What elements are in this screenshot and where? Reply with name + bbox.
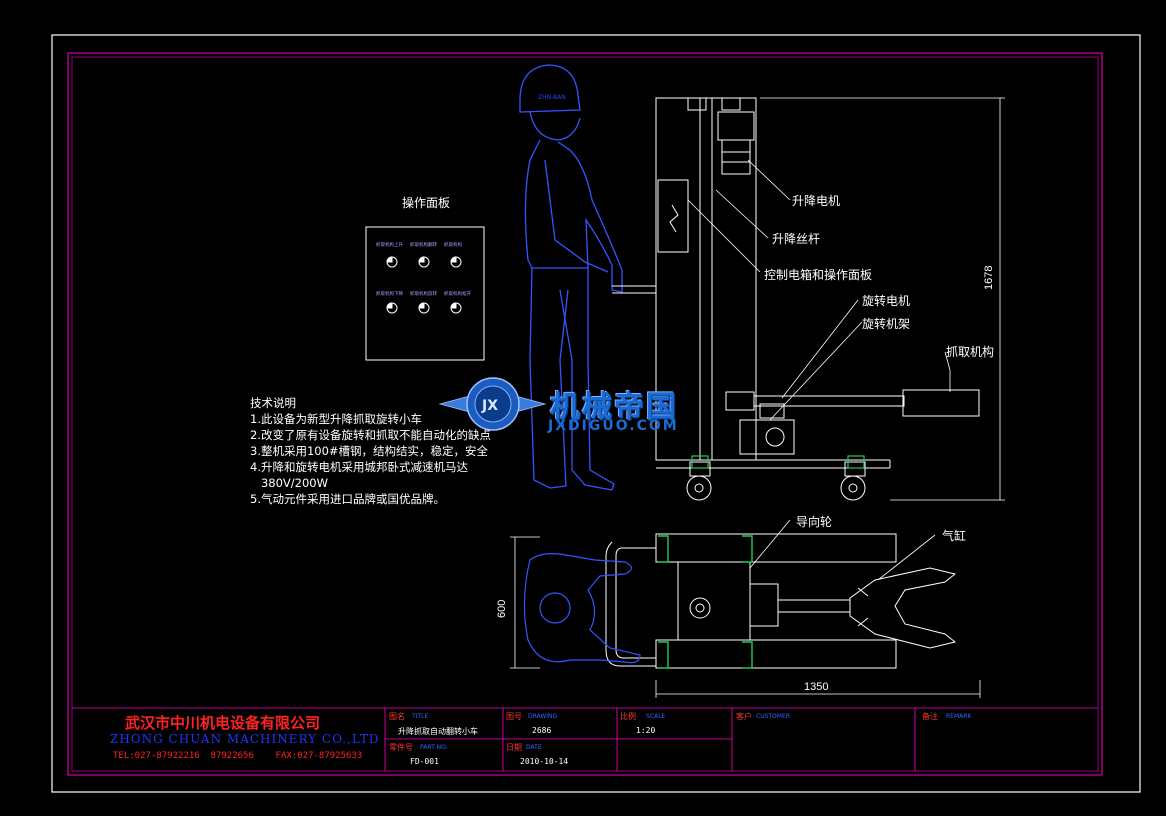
tech-note-item: 5.气动元件采用进口品牌或国优品牌。 (250, 492, 445, 506)
tb-date-value: 2010-10-14 (520, 757, 569, 766)
panel-button-label: 抓取机构上升 (376, 243, 403, 248)
rotary-section (725, 389, 980, 455)
top-view-chassis (605, 533, 897, 669)
tb-name-label: 图名 (389, 712, 405, 721)
panel-button-label: 抓取机构 (444, 243, 462, 248)
tb-customer-label: 客户 (736, 712, 752, 721)
tb-part-sub: PART NO. (420, 744, 448, 751)
tb-date-label: 日期 (506, 743, 522, 752)
title-block-grid (72, 707, 1098, 771)
panel-title: 操作面板 (402, 196, 451, 210)
handle-bar (612, 285, 656, 294)
tb-scale-value: 1:20 (636, 726, 656, 735)
tech-note-item: 380V/200W (250, 476, 328, 490)
callout-rotary-motor: 旋转电机 (862, 294, 911, 308)
tech-notes-title: 技术说明 (250, 396, 296, 410)
tb-drawing-value: 2686 (532, 726, 552, 735)
callout-lift-motor: 升降电机 (792, 194, 841, 208)
operator-figure (519, 64, 623, 491)
callout-lift-screw: 升降丝杆 (772, 232, 821, 246)
green-accents-top (658, 535, 753, 669)
tb-drawing-label: 图号 (506, 712, 522, 721)
wheels-side (686, 461, 866, 501)
tech-note-item: 2.改变了原有设备旋转和抓取不能自动化的缺点 (250, 428, 491, 442)
tb-name-sub: TITLE (412, 713, 429, 720)
watermark-badge-text: JX (481, 398, 498, 414)
watermark-cn: 机械帝国 (550, 390, 678, 425)
tech-note-item: 4.升降和旋转电机采用城邦卧式减速机马达 (250, 460, 468, 474)
tb-part-label: 零件号 (389, 743, 413, 752)
leader-lines (687, 159, 951, 581)
gripper-top-view (849, 567, 957, 649)
tech-note-item: 3.整机采用100#槽钢，结构结实，稳定，安全 (250, 444, 489, 458)
tb-remark-label: 备注 (922, 712, 938, 721)
operation-panel-box (365, 226, 485, 361)
operator-top-view (523, 553, 641, 664)
dimension-height: 1678 (983, 265, 995, 290)
dimension-lines (510, 97, 1005, 698)
tb-scale-label: 比例 (620, 712, 636, 721)
company-name-en: ZHONG CHUAN MACHINERY CO.,LTD (110, 732, 380, 746)
tb-customer-sub: CUSTOMER (756, 713, 790, 720)
panel-button-label: 抓取机构松开 (444, 292, 471, 297)
callout-rotary-frame: 旋转机架 (862, 317, 911, 331)
callout-gripper: 抓取机构 (946, 345, 995, 359)
inner-frame (67, 52, 1103, 776)
company-name-cn: 武汉市中川机电设备有限公司 (125, 714, 321, 732)
panel-button-label: 抓取机构旋转 (410, 292, 437, 297)
inner-frame-2 (71, 56, 1099, 772)
panel-button-label: 抓取机构下降 (376, 292, 403, 297)
dimension-length: 1350 (804, 681, 829, 693)
watermark-en: JXDIGUO.COM (548, 418, 679, 434)
tb-scale-sub: SCALE (646, 713, 666, 720)
outer-frame (51, 34, 1141, 793)
helmet-text: ZHN-BAN (538, 94, 566, 101)
company-contact: TEL:027-87922216 87922656 FAX:027-879256… (113, 751, 363, 761)
lift-motor (717, 111, 755, 175)
watermark-badge (438, 377, 547, 431)
callout-guide-wheel: 导向轮 (796, 515, 833, 529)
tb-part-value: FD-001 (410, 757, 439, 766)
panel-button-label: 抓取机构翻转 (410, 243, 437, 248)
panel-buttons (386, 256, 462, 314)
lift-column (655, 97, 891, 469)
dimension-width: 600 (496, 599, 508, 618)
callout-cylinder: 气缸 (942, 529, 967, 543)
tb-remark-sub: REMARK (946, 713, 972, 720)
tech-note-item: 1.此设备为新型升降抓取旋转小车 (250, 412, 422, 426)
callout-control-box: 控制电箱和操作面板 (764, 268, 873, 282)
green-accents-side (691, 455, 865, 469)
tb-drawing-sub: DRAWING (528, 713, 558, 720)
tb-date-sub: DATE (526, 744, 542, 751)
tb-name-value: 升降抓取自动翻转小车 (398, 727, 478, 736)
